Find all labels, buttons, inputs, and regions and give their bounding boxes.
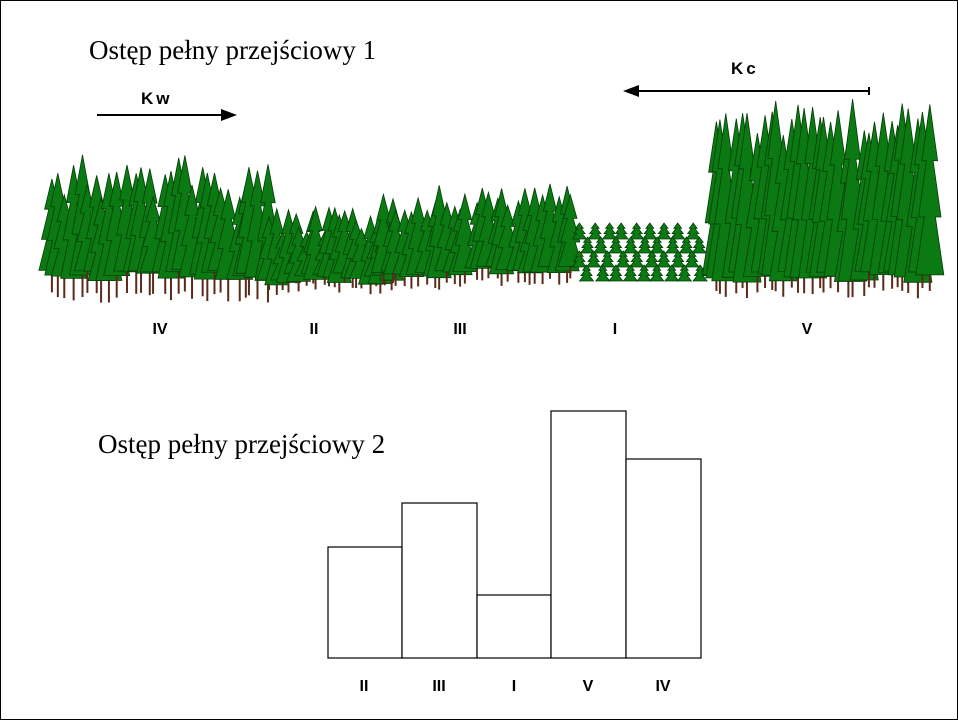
stand-i-seedling: [676, 264, 693, 282]
stand-i-seedling: [628, 222, 645, 240]
diagram2-title: Ostęp pełny przejściowy 2: [98, 429, 386, 459]
stand-i-seedling: [615, 250, 632, 268]
stand-i-seedling: [579, 236, 596, 254]
stand-label-ii: II: [310, 321, 319, 338]
stand-i-seedling: [678, 236, 695, 254]
stand-label-v: V: [802, 321, 813, 338]
stand-i-seedling: [578, 264, 595, 282]
stand-i-seedling: [669, 222, 686, 240]
stand-i-seedling: [636, 236, 653, 254]
stand-i-seedling: [571, 250, 588, 268]
bar-iv: [625, 458, 702, 659]
stand-i-seedling: [592, 236, 609, 254]
stand-i-seedling: [655, 250, 672, 268]
stand-iii-tree: [557, 193, 583, 279]
stand-i-seedling: [664, 236, 681, 254]
bar-labels: II III I V IV: [360, 678, 671, 695]
bar-ii: [327, 546, 403, 659]
forest-stands: [38, 99, 945, 303]
bar-iii: [401, 502, 478, 659]
stand-i-seedling: [601, 222, 618, 240]
bar-label-i: I: [512, 678, 516, 695]
stand-i-seedling: [636, 264, 652, 282]
bar-label-v: V: [583, 678, 594, 695]
stand-i-seedling: [628, 250, 645, 268]
stand-i-seedling: [649, 236, 665, 254]
stand-i-seedling: [691, 236, 708, 254]
stand-i-seedling: [608, 264, 624, 282]
stand-i-seedling: [585, 250, 602, 268]
stand-i-seedling: [644, 250, 660, 268]
stand-i-seedling: [685, 222, 702, 240]
kw-arrow: [97, 109, 237, 121]
diagram1-title: Ostęp pełny przejściowy 1: [89, 35, 377, 65]
stand-label-iii: III: [453, 321, 466, 338]
stand-i-seedling: [571, 222, 588, 240]
bar-label-iv: IV: [655, 678, 670, 695]
bar-label-ii: II: [360, 678, 369, 695]
stand-i-seedling: [692, 264, 708, 282]
stand-label-i: I: [613, 321, 617, 338]
height-bars: [327, 410, 702, 659]
kw-arrow-label: Kw: [141, 89, 173, 108]
stand-i-seedling: [622, 264, 639, 282]
stand-i-seedling: [663, 264, 680, 282]
stand-v-tree: [915, 104, 945, 291]
kc-arrow: [623, 85, 870, 97]
stand-i-seedling: [587, 222, 604, 240]
bar-v: [550, 410, 627, 659]
kc-arrow-label: Kc: [731, 59, 759, 78]
stand-i-seedling: [613, 222, 629, 240]
stand-i-seedling: [594, 264, 611, 282]
stand-i-seedling: [608, 236, 624, 254]
stand-label-iv: IV: [152, 321, 167, 338]
stand-i-seedling: [641, 222, 658, 240]
bar-label-iii: III: [432, 678, 445, 695]
stand-i-seedling: [656, 222, 672, 240]
stand-i-seedling: [670, 250, 686, 268]
stand-labels: IV II III I V: [152, 321, 812, 338]
stand-i-seedling: [622, 236, 639, 254]
stand-i-seedling: [599, 250, 616, 268]
stand-i-seedling: [648, 264, 665, 282]
stand-i-seedling: [684, 250, 700, 268]
bar-i: [476, 594, 552, 659]
